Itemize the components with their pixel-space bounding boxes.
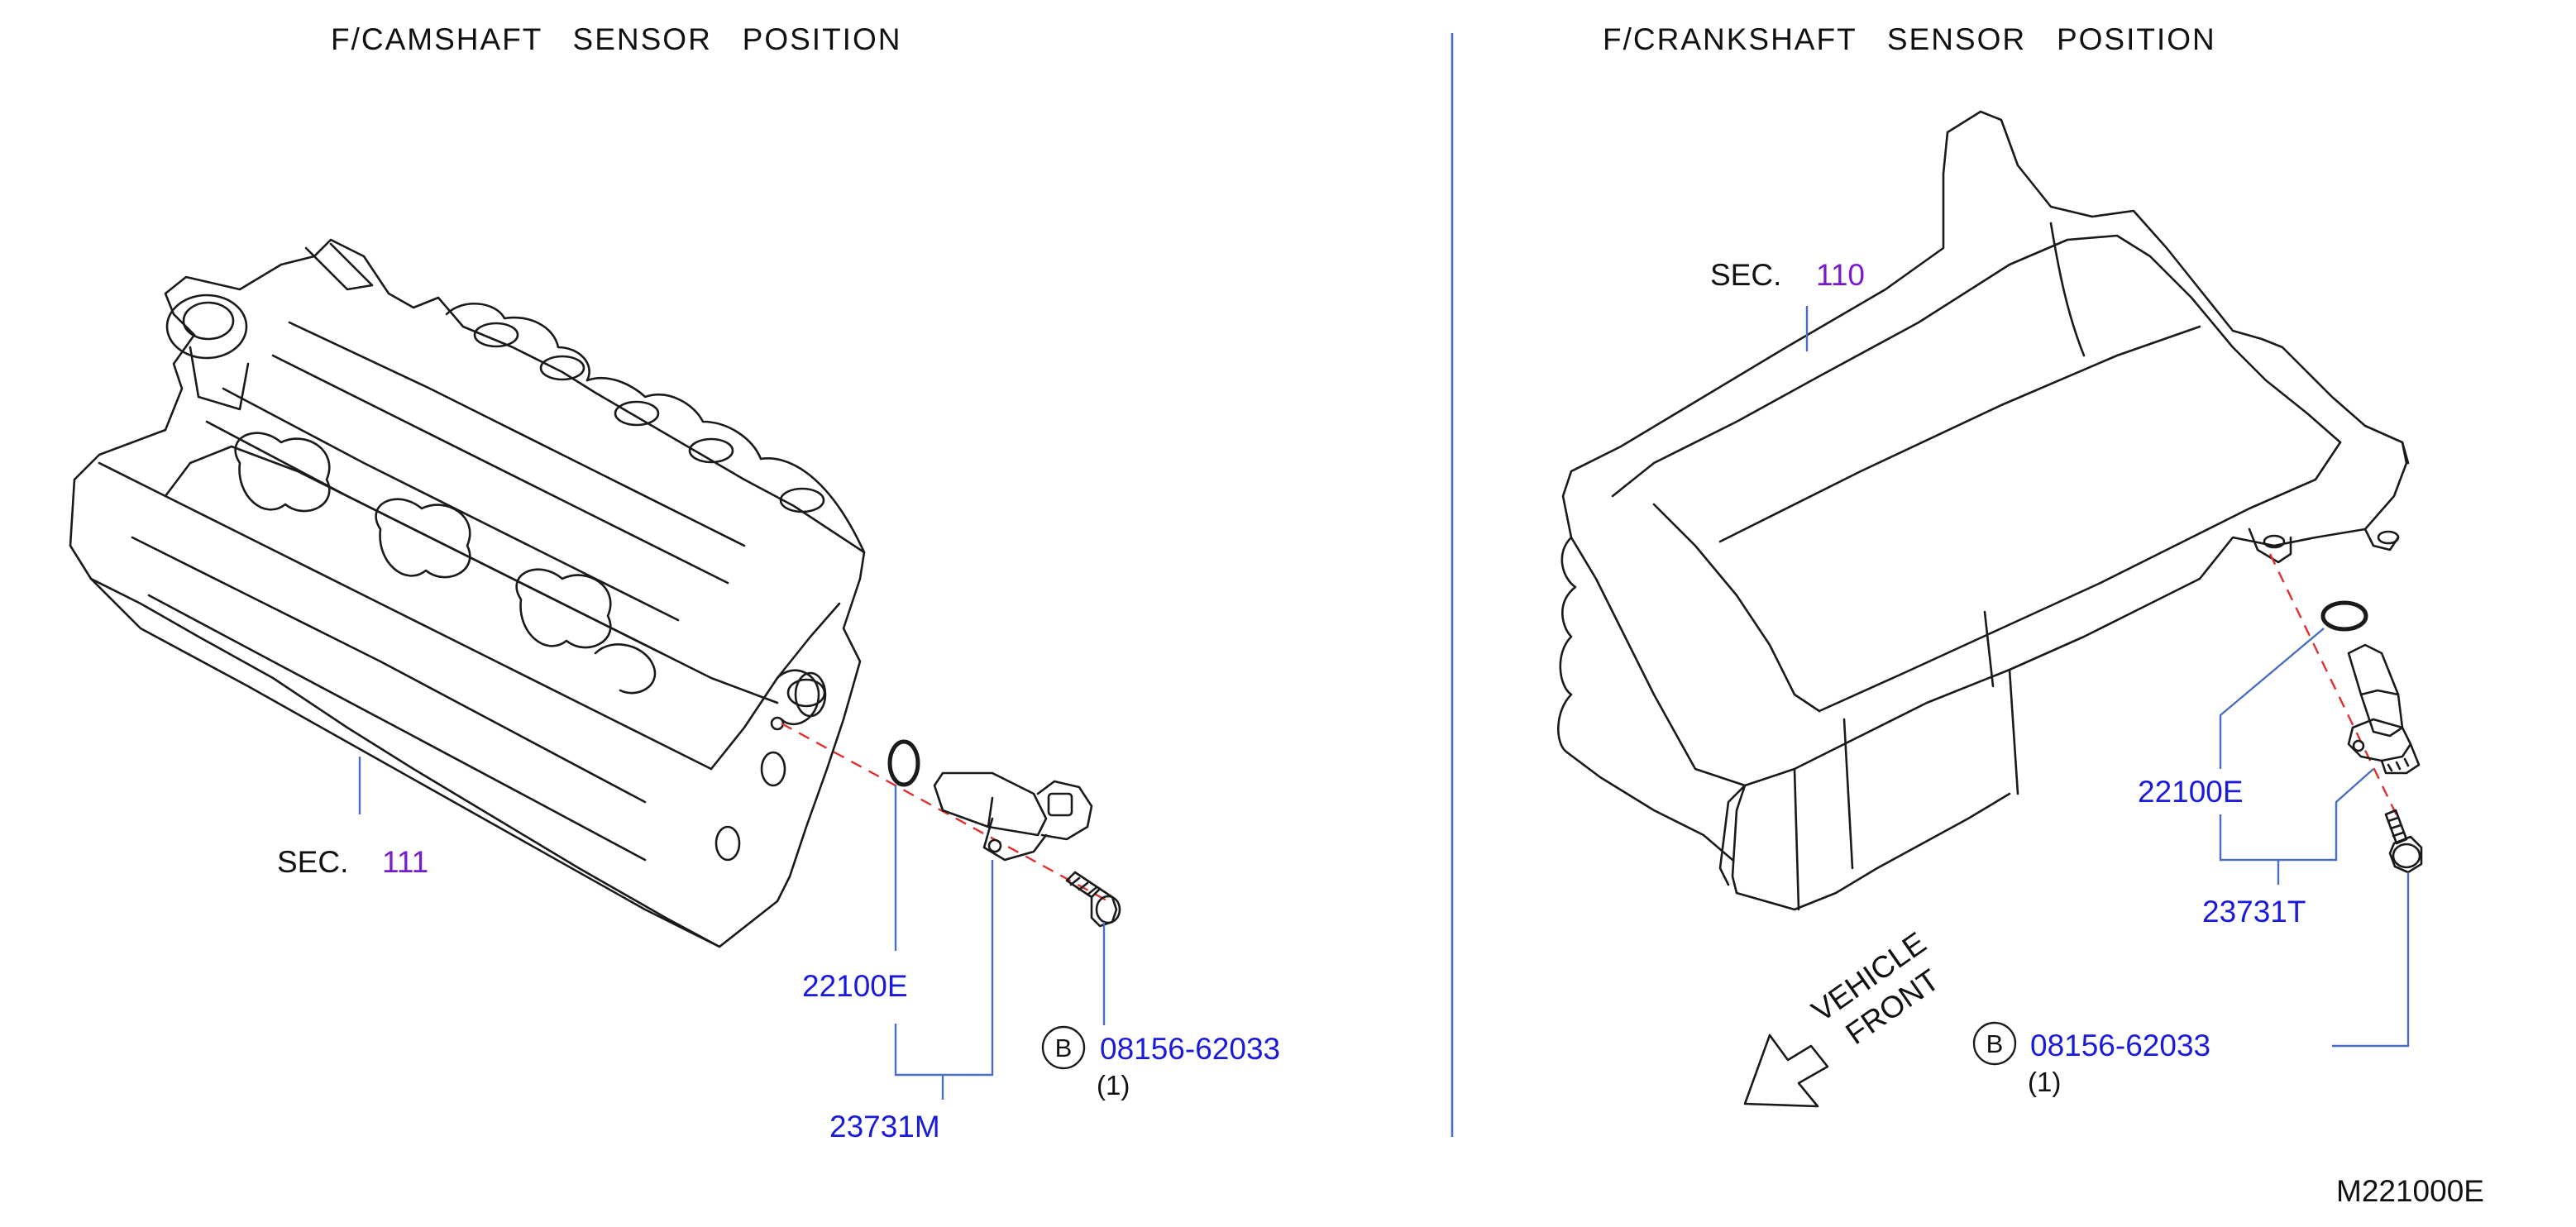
left-bolt-icon [1065, 871, 1121, 928]
right-panel-title: F/CRANKSHAFT SENSOR POSITION [1603, 22, 2216, 56]
right-bolt-icon [2384, 809, 2423, 874]
right-bolt-qty: (1) [2028, 1067, 2061, 1097]
cylinder-head-drawing [69, 238, 866, 948]
right-sec-number[interactable]: 110 [1816, 258, 1865, 292]
front-arrow-icon [1743, 1034, 1829, 1108]
left-part-23731M[interactable]: 23731M [829, 1110, 940, 1143]
right-assembly-axis [2268, 553, 2400, 819]
left-sec-number[interactable]: 111 [382, 845, 428, 879]
left-bolt-badge [1041, 1025, 1086, 1070]
left-sensor-leader [894, 860, 994, 1077]
camshaft-sensor-icon [933, 771, 1093, 862]
left-bolt-qty: (1) [1097, 1070, 1130, 1100]
left-bolt-badge-letter: B [1055, 1034, 1073, 1062]
right-part-08156-62033[interactable]: 08156-62033 [2030, 1029, 2210, 1062]
right-bolt-badge-letter: B [1986, 1029, 2004, 1058]
right-part-23731T[interactable]: 23731T [2202, 895, 2306, 929]
diagram-code: M221000E [2336, 1174, 2484, 1208]
left-oring-icon [887, 739, 920, 787]
left-part-08156-62033[interactable]: 08156-62033 [1100, 1032, 1280, 1066]
left-assembly-axis [781, 722, 1109, 903]
left-sec-label: SEC. [277, 845, 348, 879]
oil-pan-drawing [1557, 110, 2410, 911]
crankshaft-sensor-icon [2347, 643, 2421, 775]
right-oring-icon [2320, 600, 2368, 632]
left-part-22100E[interactable]: 22100E [802, 969, 908, 1003]
right-bolt-badge [1972, 1021, 2017, 1066]
right-sensor-leader [2219, 768, 2374, 862]
right-oring-leader [2219, 628, 2325, 769]
right-bolt-leader [2332, 872, 2410, 1048]
right-sec-label: SEC. [1710, 258, 1781, 292]
right-part-22100E[interactable]: 22100E [2138, 775, 2244, 809]
left-panel-title: F/CAMSHAFT SENSOR POSITION [331, 22, 901, 56]
